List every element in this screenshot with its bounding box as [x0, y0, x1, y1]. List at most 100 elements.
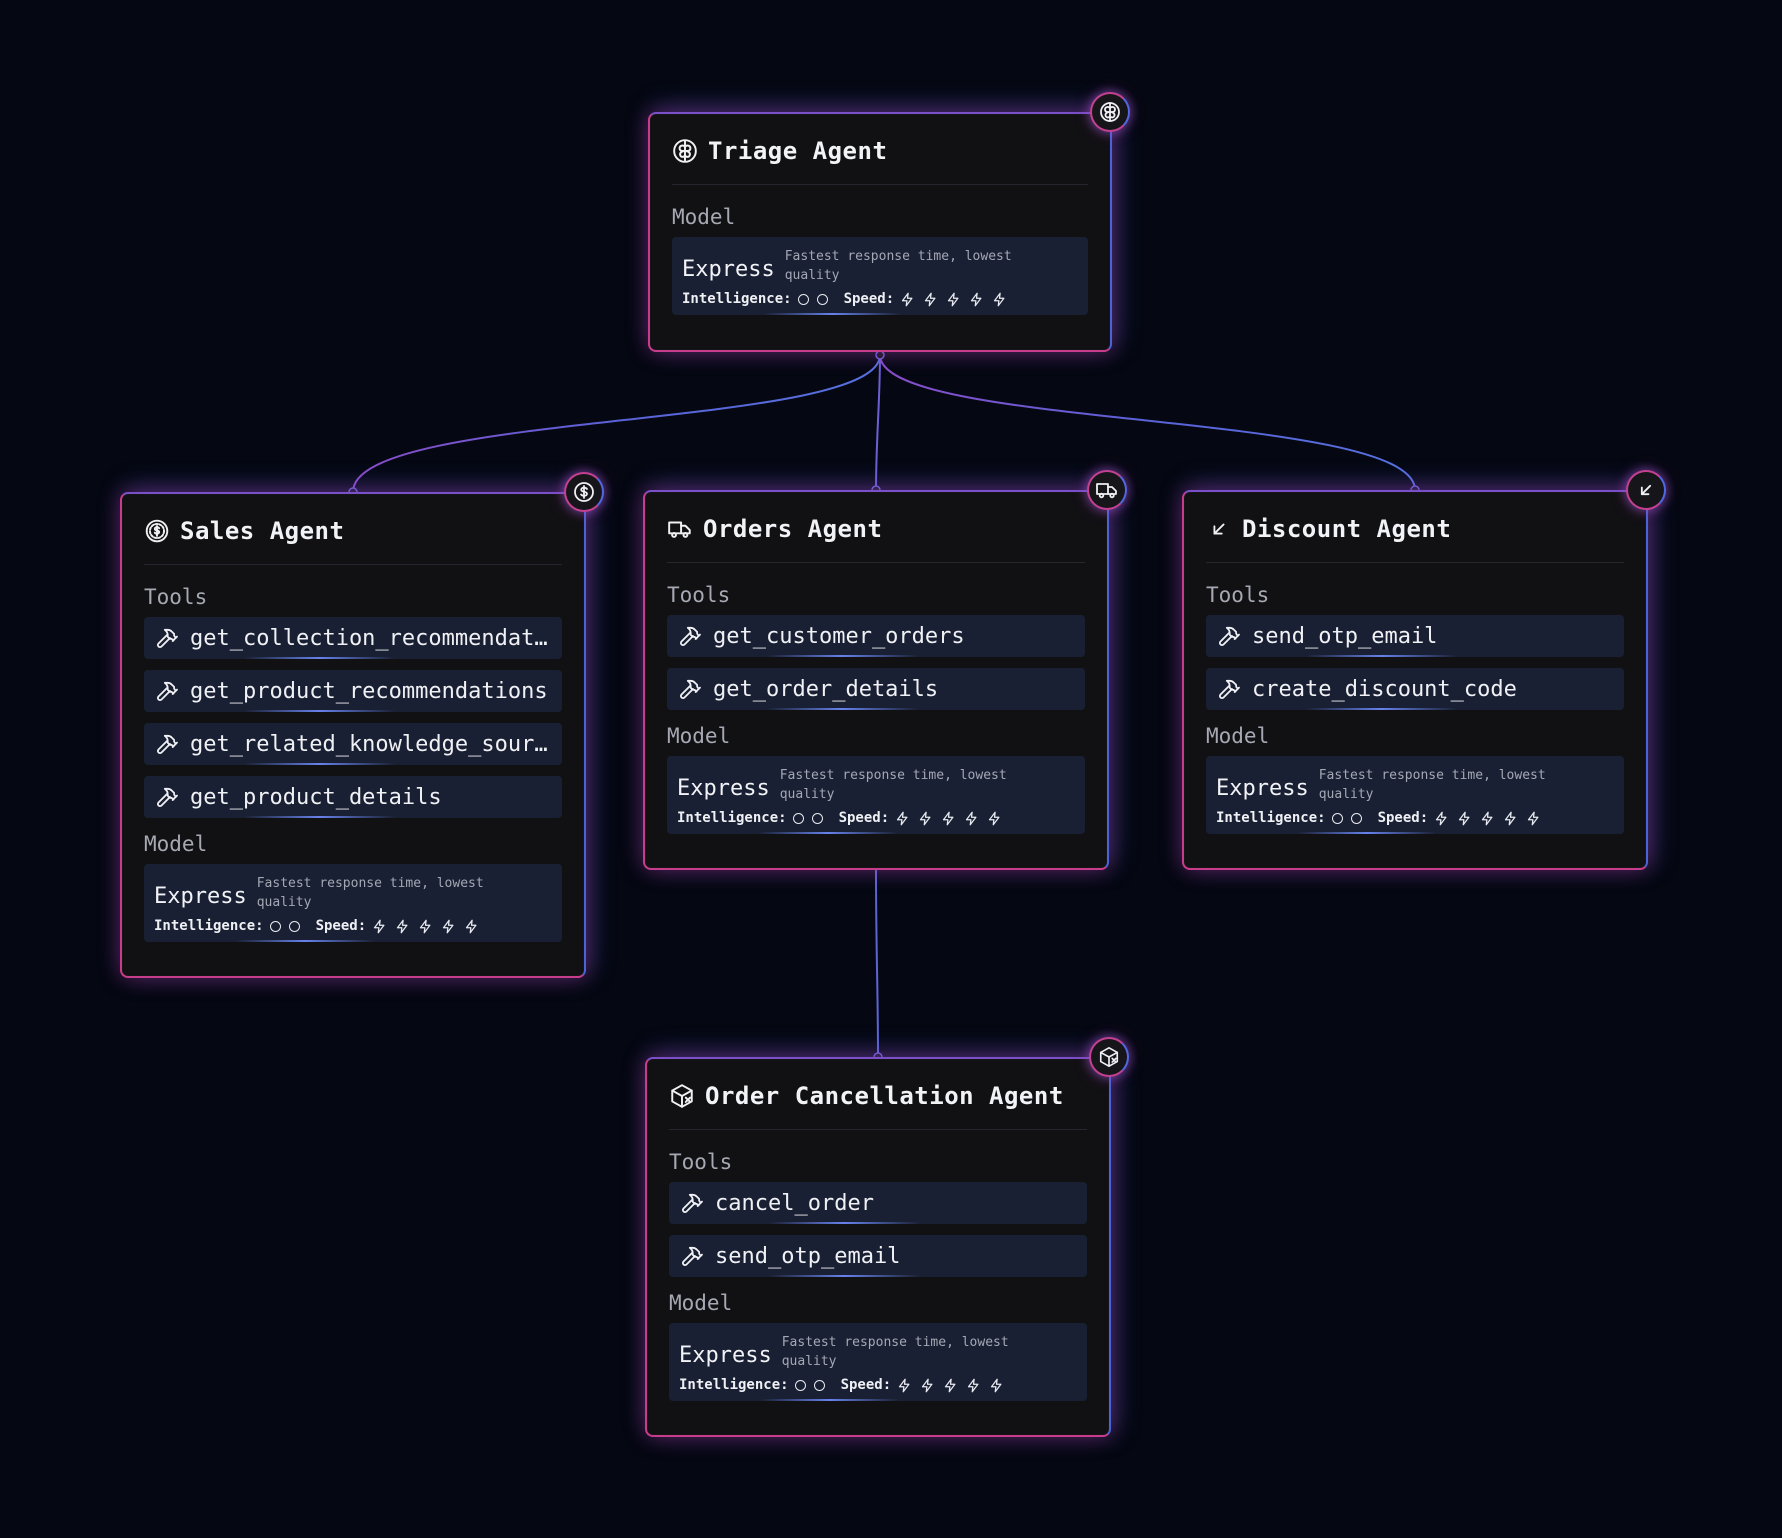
speed-label: Speed:: [840, 1377, 892, 1393]
tool-item[interactable]: get_product_recommendations: [144, 670, 562, 712]
tool-name: get_collection_recommendations: [190, 625, 552, 651]
package-x-icon: [669, 1083, 695, 1109]
intelligence-label: Intelligence:: [677, 810, 787, 826]
tools-label: Tools: [144, 585, 208, 609]
speed-label: Speed:: [843, 291, 895, 307]
model-name: Express: [679, 1343, 772, 1368]
hammer-icon: [154, 625, 180, 651]
circle-icon: [811, 812, 823, 824]
brain-badge-icon: [1090, 92, 1130, 132]
model-label: Model: [672, 205, 736, 229]
tool-name: get_product_recommendations: [190, 678, 548, 704]
node-header: Order Cancellation Agent: [669, 1079, 1087, 1130]
speed-rating: [897, 1378, 1004, 1393]
bolt-icon: [992, 292, 1007, 307]
node-header: Discount Agent: [1206, 512, 1624, 563]
node-title: Orders Agent: [703, 515, 883, 543]
tool-name: get_related_knowledge_source: [190, 731, 552, 757]
tool-item[interactable]: create_discount_code: [1206, 668, 1624, 710]
speed-rating: [895, 811, 1002, 826]
bolt-icon: [895, 811, 910, 826]
bolt-icon: [1480, 811, 1495, 826]
bolt-icon: [946, 292, 961, 307]
circle-icon: [1331, 812, 1343, 824]
model-card[interactable]: Express Fastest response time, lowest qua…: [672, 237, 1088, 315]
arrow-down-left-badge-icon: [1626, 470, 1666, 510]
model-card[interactable]: Express Fastest response time, lowest qua…: [669, 1323, 1087, 1401]
port-triage-bottom: [875, 350, 885, 360]
tool-name: get_order_details: [713, 676, 939, 702]
tool-item[interactable]: get_customer_orders: [667, 615, 1085, 657]
circle-icon: [816, 293, 828, 305]
triage-agent-node[interactable]: Triage Agent Model Express Fastest respon…: [648, 112, 1112, 352]
tool-name: send_otp_email: [715, 1243, 901, 1269]
node-title: Discount Agent: [1242, 515, 1452, 543]
dollar-circle-icon: [144, 518, 170, 544]
tool-item[interactable]: send_otp_email: [1206, 615, 1624, 657]
hammer-icon: [1216, 623, 1242, 649]
model-description: Fastest response time, lowest quality: [779, 768, 1007, 802]
speed-label: Speed:: [838, 810, 890, 826]
order-cancellation-agent-node[interactable]: Order Cancellation Agent Tools cancel_or…: [645, 1057, 1111, 1437]
circle-icon: [1350, 812, 1362, 824]
tool-item[interactable]: get_collection_recommendations: [144, 617, 562, 659]
node-title: Triage Agent: [708, 137, 888, 165]
bolt-icon: [1503, 811, 1518, 826]
tools-label: Tools: [1206, 583, 1270, 607]
model-label: Model: [1206, 724, 1270, 748]
tool-item[interactable]: send_otp_email: [669, 1235, 1087, 1277]
bolt-icon: [969, 292, 984, 307]
hammer-icon: [154, 784, 180, 810]
bolt-icon: [920, 1378, 935, 1393]
hammer-icon: [679, 1190, 705, 1216]
node-title: Sales Agent: [180, 517, 345, 545]
node-title: Order Cancellation Agent: [705, 1082, 1064, 1110]
hammer-icon: [679, 1243, 705, 1269]
tools-label: Tools: [667, 583, 731, 607]
intelligence-rating: [794, 1379, 825, 1391]
model-description: Fastest response time, lowest quality: [1318, 768, 1546, 802]
edge-triage-orders: [875, 354, 881, 491]
node-header: Sales Agent: [144, 514, 562, 565]
model-name: Express: [682, 257, 775, 282]
tool-item[interactable]: get_product_details: [144, 776, 562, 818]
model-label: Model: [669, 1291, 733, 1315]
hammer-icon: [154, 731, 180, 757]
edge-triage-sales: [352, 354, 881, 493]
speed-rating: [372, 919, 479, 934]
bolt-icon: [918, 811, 933, 826]
tool-item[interactable]: get_related_knowledge_source: [144, 723, 562, 765]
bolt-icon: [1526, 811, 1541, 826]
tool-list: cancel_order send_otp_email: [669, 1182, 1087, 1277]
speed-rating: [900, 292, 1007, 307]
model-description: Fastest response time, lowest quality: [781, 1335, 1009, 1369]
bolt-icon: [1457, 811, 1472, 826]
speed-rating: [1434, 811, 1541, 826]
arrow-down-left-icon: [1206, 516, 1232, 542]
model-name: Express: [154, 884, 247, 909]
intelligence-rating: [269, 920, 300, 932]
sales-agent-node[interactable]: Sales Agent Tools get_collection_recomme…: [120, 492, 586, 978]
bolt-icon: [966, 1378, 981, 1393]
bolt-icon: [418, 919, 433, 934]
tool-name: send_otp_email: [1252, 623, 1438, 649]
tool-list: get_collection_recommendations get_produc…: [144, 617, 562, 818]
tool-item[interactable]: cancel_order: [669, 1182, 1087, 1224]
hammer-icon: [677, 623, 703, 649]
truck-icon: [667, 516, 693, 542]
tool-list: send_otp_email create_discount_code: [1206, 615, 1624, 710]
model-card[interactable]: Express Fastest response time, lowest qua…: [144, 864, 562, 942]
model-description: Fastest response time, lowest quality: [256, 876, 484, 910]
model-description: Fastest response time, lowest quality: [784, 249, 1012, 283]
bolt-icon: [943, 1378, 958, 1393]
bolt-icon: [464, 919, 479, 934]
tool-name: get_customer_orders: [713, 623, 965, 649]
truck-badge-icon: [1087, 470, 1127, 510]
brain-icon: [672, 138, 698, 164]
bolt-icon: [964, 811, 979, 826]
tool-item[interactable]: get_order_details: [667, 668, 1085, 710]
